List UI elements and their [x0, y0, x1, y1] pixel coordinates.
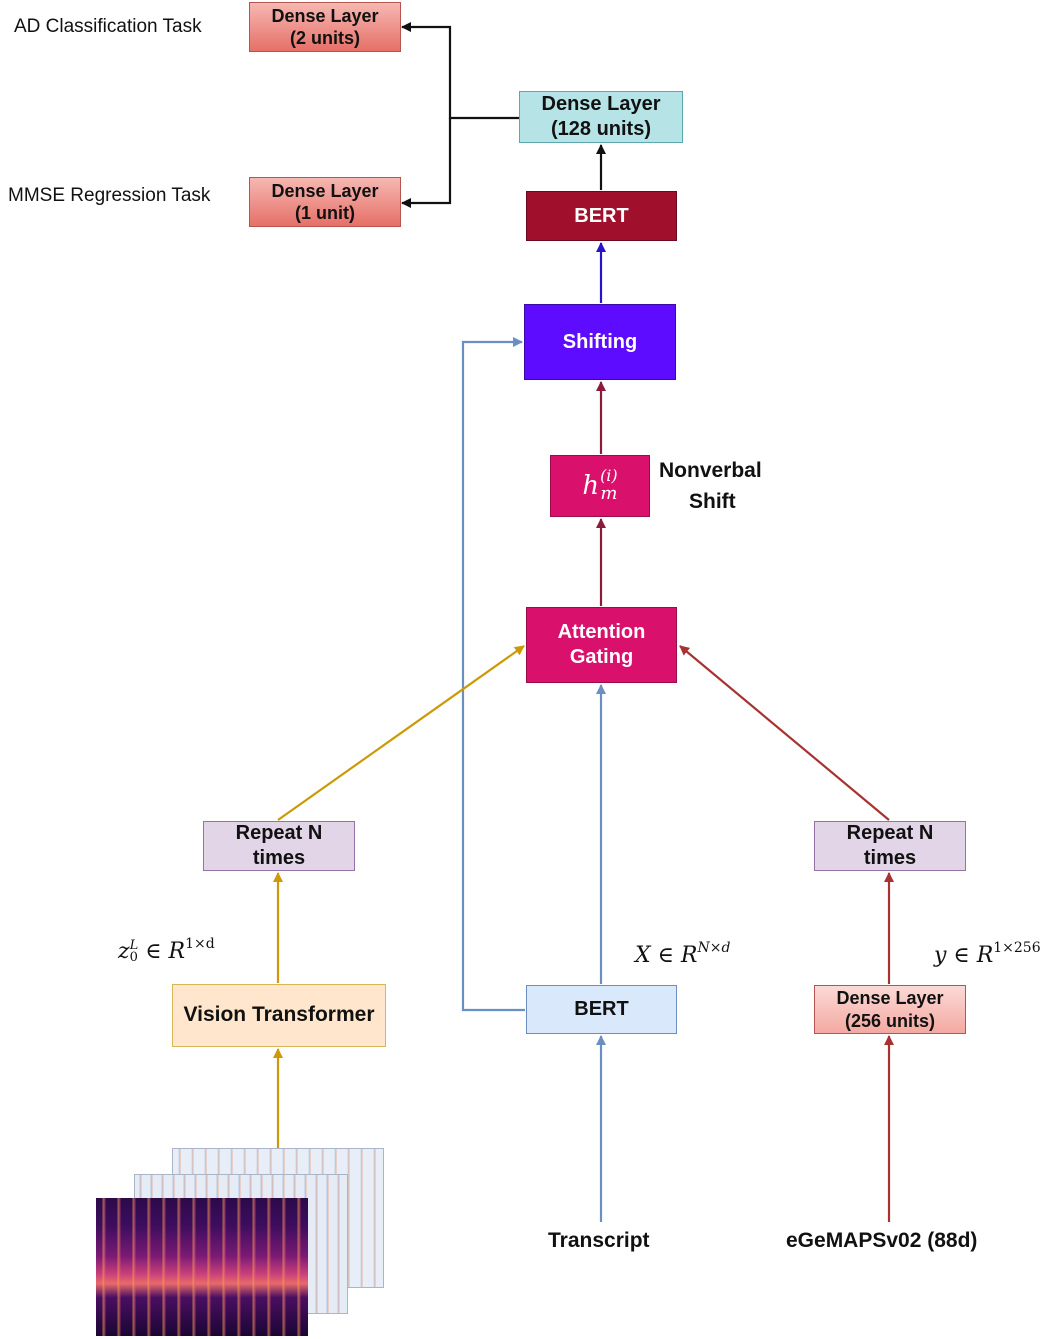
shifting-label: Shifting — [562, 330, 638, 353]
arrow-dense128-to-dense2 — [401, 22, 520, 120]
attention-gating-block: Attention Gating — [526, 607, 677, 683]
hm-indices: (i) m — [600, 466, 618, 504]
hm-base: h — [582, 470, 600, 501]
attention-line1: Attention — [557, 621, 646, 643]
z-base: z — [118, 939, 130, 964]
dense-2-line1: Dense Layer — [271, 5, 379, 26]
repeat-left-line1: Repeat N — [235, 822, 323, 844]
nonverbal-label: Nonverbal — [659, 459, 762, 482]
arrow-repeat-left-to-attention — [277, 645, 525, 821]
hm-subscript: m — [600, 482, 618, 504]
bert-bottom-label: BERT — [574, 998, 629, 1020]
ad-classification-label: AD Classification Task — [14, 16, 202, 37]
dense-1-line1: Dense Layer — [271, 180, 379, 201]
nonverbal-shift-vector: h (i) m — [550, 455, 650, 517]
spectrogram-stack — [96, 1148, 386, 1338]
y-base: y ∈ R — [934, 943, 994, 968]
z-rest: ∈ R — [138, 939, 186, 964]
repeat-n-times-left: Repeat N times — [203, 821, 355, 871]
dense-256-line2: (256 units) — [844, 1010, 936, 1031]
dense-2-line2: (2 units) — [290, 28, 360, 48]
dense-layer-2-units: Dense Layer (2 units) — [249, 2, 401, 52]
hm-superscript: (i) — [600, 466, 618, 486]
egemaps-label: eGeMAPSv02 (88d) — [786, 1229, 978, 1252]
shift-label: Shift — [689, 490, 736, 513]
x-dim: N×d — [697, 940, 731, 956]
y-dim: 1×256 — [993, 940, 1041, 956]
dense-128-line1: Dense Layer — [541, 93, 661, 115]
z-sub: 0 — [129, 950, 138, 965]
repeat-n-times-right: Repeat N times — [814, 821, 966, 871]
dense-128-line2: (128 units) — [550, 118, 652, 140]
attention-line2: Gating — [569, 646, 634, 668]
dense-layer-128-units: Dense Layer (128 units) — [519, 91, 683, 143]
arrow-repeat-right-to-attention — [679, 645, 890, 821]
vision-transformer-block: Vision Transformer — [172, 984, 386, 1047]
dense256-output-dim: y ∈ R1×256 — [934, 940, 1041, 968]
vit-label: Vision Transformer — [183, 1003, 375, 1027]
mmse-regression-label: MMSE Regression Task — [8, 185, 211, 206]
arrow-dense128-to-dense1 — [401, 118, 452, 208]
bert-top-label: BERT — [574, 204, 629, 227]
transcript-label: Transcript — [548, 1229, 650, 1252]
bert-output-dim: X ∈ RN×d — [635, 940, 730, 968]
dense-layer-1-unit: Dense Layer (1 unit) — [249, 177, 401, 227]
dense-256-line1: Dense Layer — [836, 988, 944, 1008]
z-dim: 1×d — [185, 936, 215, 952]
bert-top-block: BERT — [526, 191, 677, 241]
repeat-right-line2: times — [863, 847, 917, 869]
repeat-left-line2: times — [252, 847, 306, 869]
dense-1-line2: (1 unit) — [295, 203, 355, 223]
repeat-right-line1: Repeat N — [846, 822, 934, 844]
spectrogram-front — [96, 1198, 308, 1336]
dense-layer-256-units: Dense Layer (256 units) — [814, 985, 966, 1034]
bert-bottom-block: BERT — [526, 985, 677, 1034]
shifting-block: Shifting — [524, 304, 676, 380]
x-base: X ∈ R — [635, 943, 698, 968]
z-sup: L — [129, 938, 139, 954]
arrow-bert-skip-to-shifting — [461, 337, 525, 1012]
